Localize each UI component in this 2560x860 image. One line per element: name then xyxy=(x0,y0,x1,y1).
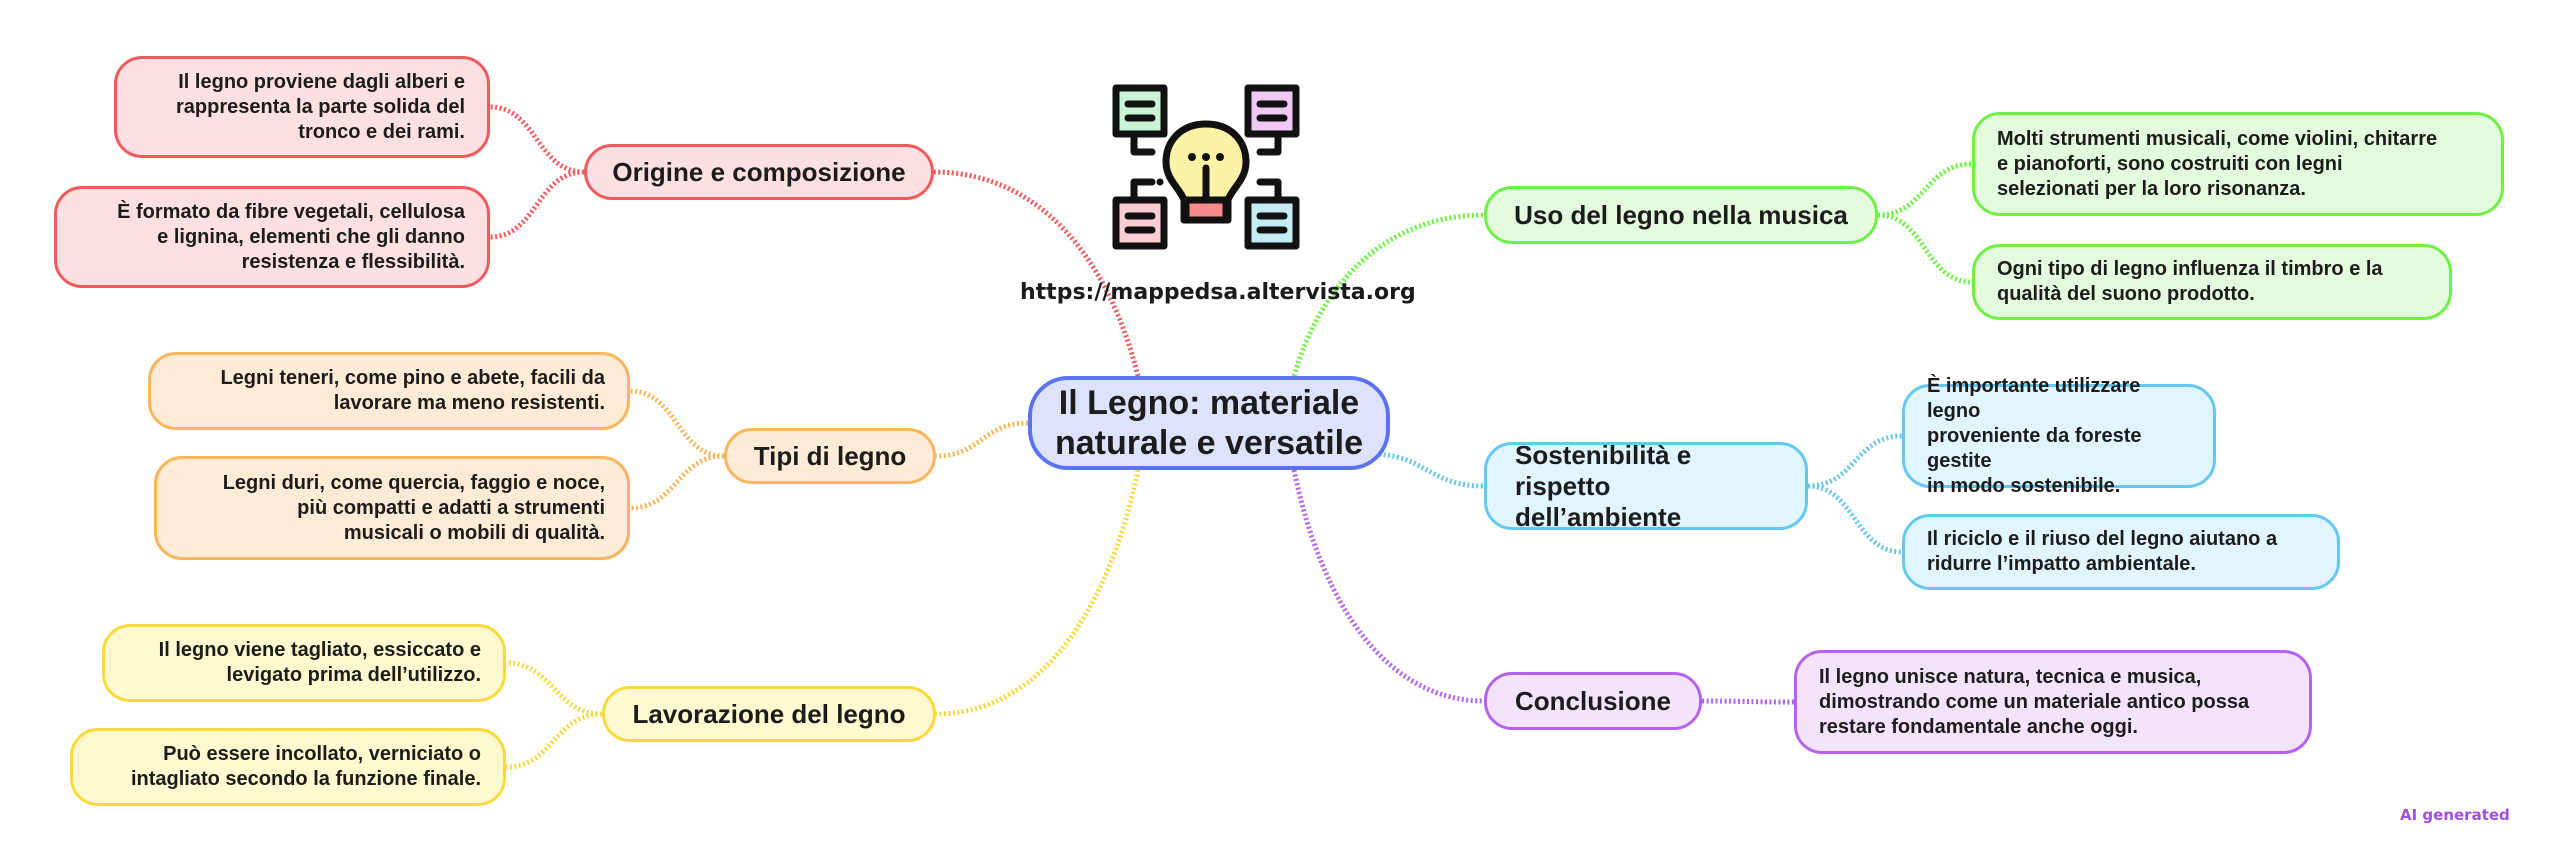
branch-label: Lavorazione del legno xyxy=(632,698,906,729)
connector-root-lavorazione xyxy=(935,469,1141,717)
leaf-text: È formato da fibre vegetali, cellulosa e… xyxy=(117,200,465,273)
branch-label: Uso del legno nella musica xyxy=(1514,199,1848,230)
leaf-text: Il legno unisce natura, tecnica e musica… xyxy=(1819,665,2250,738)
leaf-lavorazione-2[interactable]: Può essere incollato, verniciato o intag… xyxy=(70,728,506,806)
ai-generated-label: AI generated xyxy=(2400,806,2510,824)
branch-conclusione[interactable]: Conclusione xyxy=(1484,672,1702,730)
leaf-text: È importante utilizzare legno provenient… xyxy=(1927,374,2142,497)
connector-musica-leaf xyxy=(1877,161,1973,218)
connector-root-sostenibilita xyxy=(1369,451,1485,489)
leaf-sostenibilita-1[interactable]: È importante utilizzare legno provenient… xyxy=(1902,375,2216,497)
leaf-text: Ogni tipo di legno influenza il timbro e… xyxy=(1997,258,2383,305)
leaf-musica-2[interactable]: Ogni tipo di legno influenza il timbro e… xyxy=(1972,244,2452,320)
connector-musica-leaf xyxy=(1877,212,1973,285)
leaf-tipi-2[interactable]: Legni duri, come quercia, faggio e noce,… xyxy=(154,456,630,560)
connector-sostenibilita-leaf xyxy=(1807,433,1903,489)
leaf-text: Molti strumenti musicali, come violini, … xyxy=(1997,127,2438,200)
leaf-text: Legni teneri, come pino e abete, facili … xyxy=(220,367,605,414)
branch-tipi[interactable]: Tipi di legno xyxy=(724,428,936,484)
branch-label: Origine e composizione xyxy=(612,156,906,187)
connector-root-origine xyxy=(933,169,1141,377)
site-url[interactable]: https://mappedsa.altervista.org xyxy=(1020,280,1416,305)
root-node[interactable]: Il Legno: materiale naturale e versatile xyxy=(1028,376,1390,470)
leaf-text: Il riciclo e il riuso del legno aiutano … xyxy=(1927,528,2278,575)
leaf-musica-1[interactable]: Molti strumenti musicali, come violini, … xyxy=(1972,112,2504,216)
branch-label: Tipi di legno xyxy=(753,440,907,471)
root-title: Il Legno: materiale naturale e versatile xyxy=(1054,384,1364,462)
connector-tipi-leaf xyxy=(629,388,725,459)
leaf-origine-2[interactable]: È formato da fibre vegetali, cellulosa e… xyxy=(54,186,490,288)
branch-label: Conclusione xyxy=(1514,685,1671,716)
branch-origine[interactable]: Origine e composizione xyxy=(584,144,934,200)
connector-origine-leaf xyxy=(489,104,585,175)
leaf-tipi-1[interactable]: Legni teneri, come pino e abete, facili … xyxy=(148,352,630,430)
connector-conclusione-leaf xyxy=(1701,698,1795,705)
leaf-text: Può essere incollato, verniciato o intag… xyxy=(130,743,481,790)
leaf-text: Legni duri, come quercia, faggio e noce,… xyxy=(222,471,605,544)
connector-tipi-leaf xyxy=(629,453,725,511)
connector-lavorazione-leaf xyxy=(505,660,603,717)
connector-root-musica xyxy=(1291,212,1485,377)
leaf-conclusione-1[interactable]: Il legno unisce natura, tecnica e musica… xyxy=(1794,650,2312,754)
leaf-lavorazione-1[interactable]: Il legno viene tagliato, essiccato e lev… xyxy=(102,624,506,702)
leaf-text: Il legno viene tagliato, essiccato e lev… xyxy=(158,639,481,686)
connector-lavorazione-leaf xyxy=(505,711,603,770)
leaf-sostenibilita-2[interactable]: Il riciclo e il riuso del legno aiutano … xyxy=(1902,514,2340,590)
leaf-text: Il legno proviene dagli alberi e rappres… xyxy=(176,70,465,143)
connector-sostenibilita-leaf xyxy=(1807,483,1903,555)
branch-lavorazione[interactable]: Lavorazione del legno xyxy=(602,686,936,742)
branch-musica[interactable]: Uso del legno nella musica xyxy=(1484,186,1878,244)
lightbulb-mindmap-icon xyxy=(1112,84,1300,250)
connector-root-conclusione xyxy=(1291,469,1485,704)
branch-sostenibilita[interactable]: Sostenibilità e rispetto dell’ambiente xyxy=(1484,439,1808,532)
branch-label: Sostenibilità e rispetto dell’ambiente xyxy=(1515,439,1692,532)
connector-root-tipi xyxy=(935,420,1029,459)
connector-origine-leaf xyxy=(489,169,585,240)
leaf-origine-1[interactable]: Il legno proviene dagli alberi e rappres… xyxy=(114,56,490,158)
